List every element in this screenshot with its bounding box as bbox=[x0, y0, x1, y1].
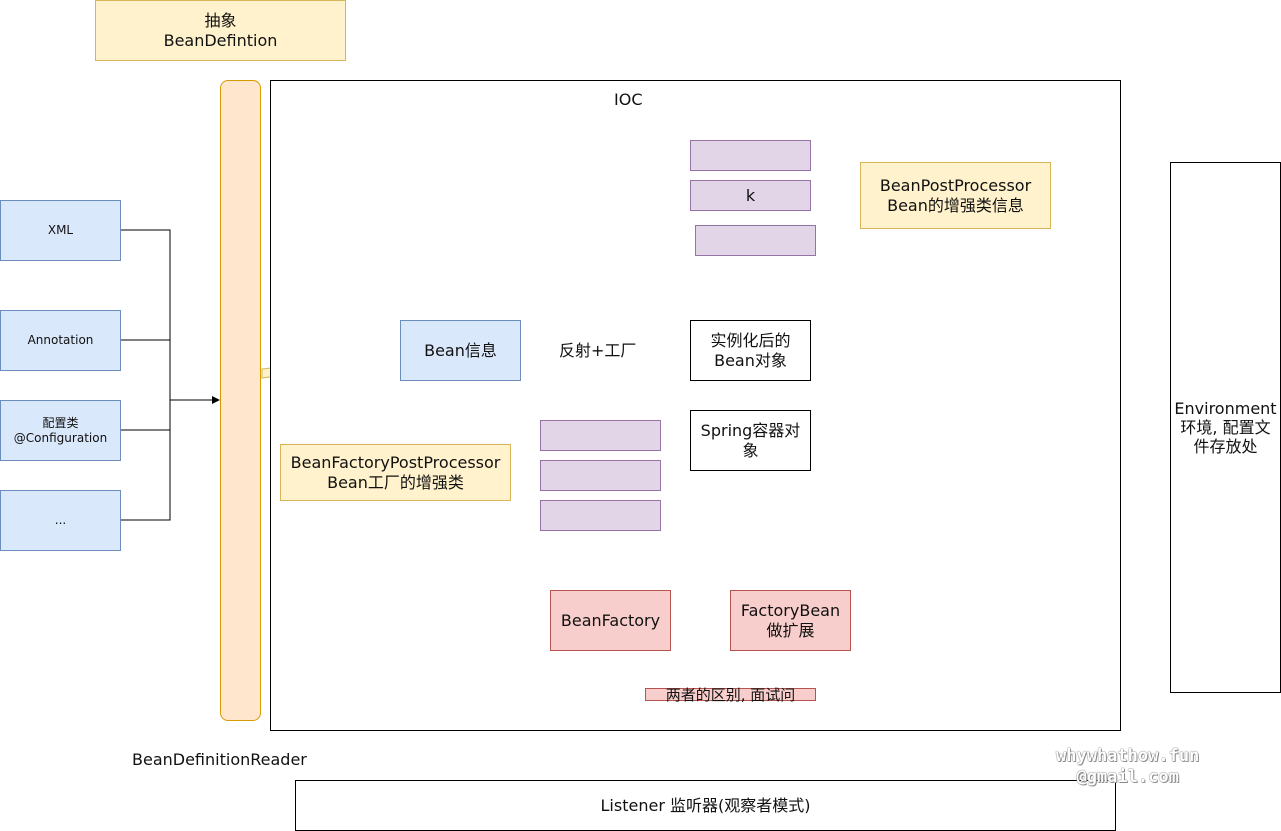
bean-post-processor-box: BeanPostProcessor Bean的增强类信息 bbox=[860, 162, 1051, 229]
bean-definition-reader-bar bbox=[220, 80, 261, 721]
ioc-label: IOC bbox=[614, 90, 643, 109]
bfpp-stack-item-1 bbox=[540, 420, 661, 451]
factory-bean-box: FactoryBean 做扩展 bbox=[730, 590, 851, 651]
source-other-box: ... bbox=[0, 490, 121, 551]
bpp-stack-item-2: k bbox=[690, 180, 811, 211]
bean-factory-post-processor-box: BeanFactoryPostProcessor Bean工厂的增强类 bbox=[280, 444, 511, 501]
source-xml-box: XML bbox=[0, 200, 121, 261]
reflect-factory-label: 反射+工厂 bbox=[558, 341, 638, 361]
bfpp-stack-item-3 bbox=[540, 500, 661, 531]
bean-factory-box: BeanFactory bbox=[550, 590, 671, 651]
watermark-line-2: @gmail.com bbox=[1076, 767, 1179, 788]
listener-box: Listener 监听器(观察者模式) bbox=[295, 780, 1116, 831]
bean-info-box: Bean信息 bbox=[400, 320, 521, 381]
environment-box: Environment 环境, 配置文 件存放处 bbox=[1170, 162, 1281, 693]
bean-definition-reader-label: BeanDefinitionReader bbox=[132, 750, 307, 769]
source-connector-bracket bbox=[121, 229, 171, 521]
difference-note-label: 两者的区别, 面试问 bbox=[645, 686, 816, 704]
watermark: whywhathow.fun @gmail.com bbox=[1056, 746, 1199, 789]
watermark-line-1: whywhathow.fun bbox=[1056, 746, 1200, 766]
bfpp-stack-item-2 bbox=[540, 460, 661, 491]
bpp-stack-item-3 bbox=[695, 225, 816, 256]
reader-arrowhead bbox=[212, 396, 220, 404]
bpp-stack-item-1 bbox=[690, 140, 811, 171]
source-annotation-box: Annotation bbox=[0, 310, 121, 371]
instantiated-bean-box: 实例化后的 Bean对象 bbox=[690, 320, 811, 381]
abstract-bean-definition-box: 抽象 BeanDefintion bbox=[95, 0, 346, 61]
spring-container-box: Spring容器对 象 bbox=[690, 410, 811, 471]
source-configuration-box: 配置类 @Configuration bbox=[0, 400, 121, 461]
